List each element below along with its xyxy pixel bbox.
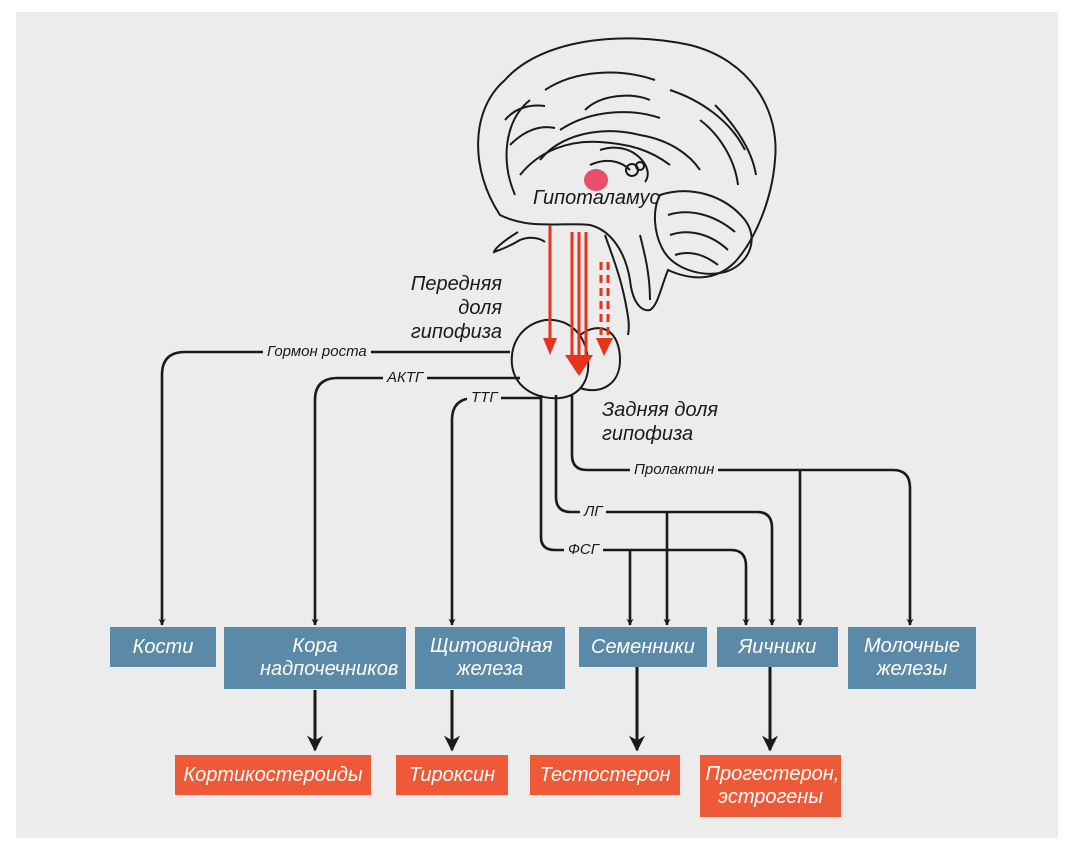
target-adrenal-cortex-label: Кора надпочечников [260,635,399,680]
hormone-fsh: ФСГ [564,541,603,558]
hormone-growth: Гормон роста [263,343,371,360]
path-tsh [448,396,540,626]
hormone-pathways [158,350,914,752]
target-adrenal-cortex: Кора надпочечников [224,627,406,689]
product-progesterone-estrogens: Прогестерон, эстрогены [700,755,841,817]
target-thyroid: Щитовидная железа [415,627,565,689]
hypothalamic-signals [543,225,613,376]
product-testosterone: Тестостерон [530,755,680,795]
hormone-acth: АКТГ [383,369,428,386]
path-lh [554,395,776,626]
diagram-panel [16,12,1058,838]
anterior-pituitary-label: Передняя доля гипофиза [410,273,502,343]
path-prolactin [570,395,914,626]
path-growth-hormone [158,350,510,626]
target-testes: Семенники [579,627,707,667]
hormone-prolactin: Пролактин [630,461,719,478]
target-ovaries: Яичники [717,627,838,667]
product-progesterone-estrogens-label: Прогестерон, эстрогены [705,763,840,808]
hypothalamus-highlight [584,169,608,191]
hypothalamus-label: Гипоталамус [533,187,660,209]
path-fsh [539,395,750,626]
hormone-lh: ЛГ [580,503,607,520]
hormone-tsh: ТТГ [467,389,502,406]
product-corticosteroids: Кортикостероиды [175,755,371,795]
brain-illustration [477,37,777,336]
posterior-pituitary-label: Задняя доля гипофиза [602,399,719,445]
product-thyroxine: Тироксин [396,755,508,795]
pituitary-gland [510,318,622,400]
path-acth [311,376,520,626]
target-mammary: Молочные железы [848,627,976,689]
target-thyroid-label: Щитовидная железа [430,635,553,680]
target-bones: Кости [110,627,216,667]
target-mammary-label: Молочные железы [863,635,961,680]
